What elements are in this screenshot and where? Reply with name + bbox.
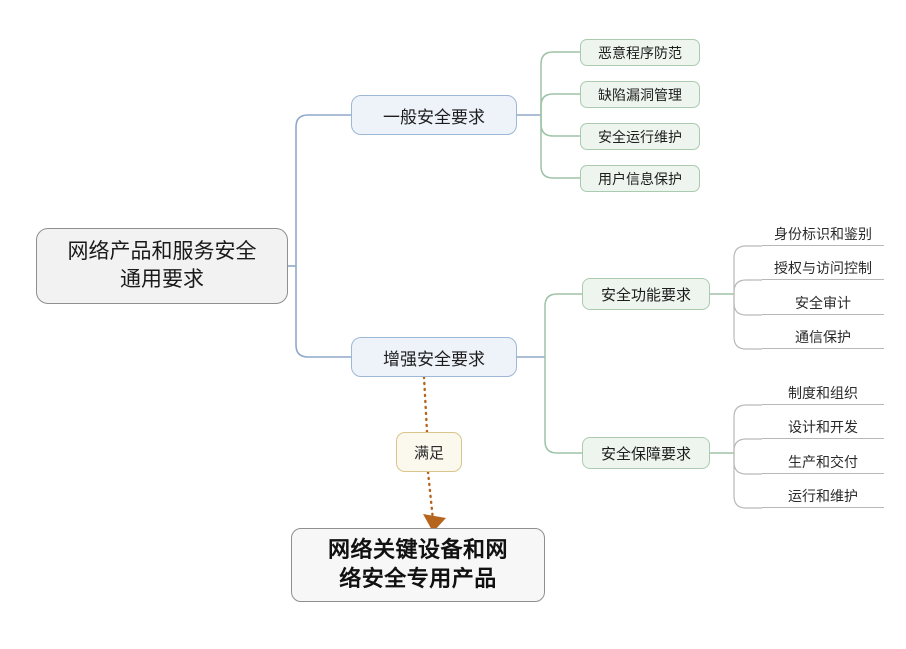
leaf-label: 生产和交付 [788,456,858,471]
branch-node-enhanced[interactable]: 增强安全要求 [351,337,517,377]
edge-function-leaf-0 [733,245,762,294]
leaf-node-assurance-0[interactable]: 制度和组织 [762,381,884,405]
edge-general-leaf-2 [540,115,580,137]
edge-general-leaf-0 [540,51,580,115]
leaf-node-function-2[interactable]: 安全审计 [762,291,884,315]
leaf-label: 通信保护 [795,331,851,346]
leaf-label: 用户信息保护 [598,172,682,188]
leaf-node-assurance-1[interactable]: 设计和开发 [762,415,884,439]
relation-label-node[interactable]: 满足 [396,432,462,472]
leaf-node-function-3[interactable]: 通信保护 [762,325,884,349]
leaf-label: 制度和组织 [788,387,858,402]
leaf-label: 运行和维护 [788,490,858,505]
edge-function-leaf-3 [733,294,762,350]
leaf-node-function-1[interactable]: 授权与访问控制 [762,256,884,280]
branch-label-enhanced: 增强安全要求 [383,349,485,369]
root-label: 网络产品和服务安全 通用要求 [67,239,257,291]
relation-label: 满足 [413,445,444,462]
edge-general-leaf-1 [540,93,580,115]
leaf-label: 身份标识和鉴别 [774,228,872,243]
leaf-label: 安全运行维护 [598,130,682,146]
edge-root-to-general [295,114,351,266]
branch-label-general: 一般安全要求 [383,107,485,127]
leaf-label: 安全审计 [795,297,851,312]
target-node[interactable]: 网络关键设备和网 络安全专用产品 [291,528,545,602]
leaf-node-assurance-3[interactable]: 运行和维护 [762,484,884,508]
edge-function-leaf-1 [733,279,762,294]
leaf-node-general-0[interactable]: 恶意程序防范 [580,39,700,66]
leaf-node-function-0[interactable]: 身份标识和鉴别 [762,222,884,246]
edge-general-leaf-3 [540,115,580,179]
edge-enhanced-to-assurance [544,357,582,454]
leaf-label: 授权与访问控制 [774,262,872,277]
edge-enhanced-to-relation [422,375,429,434]
edge-relation-to-target [426,470,435,522]
branch-node-general[interactable]: 一般安全要求 [351,95,517,135]
leaf-node-general-1[interactable]: 缺陷漏洞管理 [580,81,700,108]
leaf-node-assurance-2[interactable]: 生产和交付 [762,450,884,474]
edge-root-to-enhanced [295,266,351,358]
edge-assurance-leaf-3 [733,453,762,509]
edge-function-leaf-2 [733,294,762,316]
edge-assurance-leaf-2 [733,453,762,475]
leaf-label: 缺陷漏洞管理 [598,88,682,104]
leaf-label: 恶意程序防范 [598,46,682,62]
group-node-function[interactable]: 安全功能要求 [582,278,710,310]
group-label-assurance: 安全保障要求 [600,446,691,463]
target-label: 网络关键设备和网 络安全专用产品 [327,537,508,591]
group-label-function: 安全功能要求 [600,287,691,304]
root-node[interactable]: 网络产品和服务安全 通用要求 [36,228,288,304]
edge-assurance-leaf-0 [733,404,762,453]
leaf-label: 设计和开发 [788,421,858,436]
leaf-node-general-2[interactable]: 安全运行维护 [580,123,700,150]
leaf-node-general-3[interactable]: 用户信息保护 [580,165,700,192]
group-node-assurance[interactable]: 安全保障要求 [582,437,710,469]
edge-assurance-leaf-1 [733,438,762,453]
edge-enhanced-to-function [544,293,582,357]
